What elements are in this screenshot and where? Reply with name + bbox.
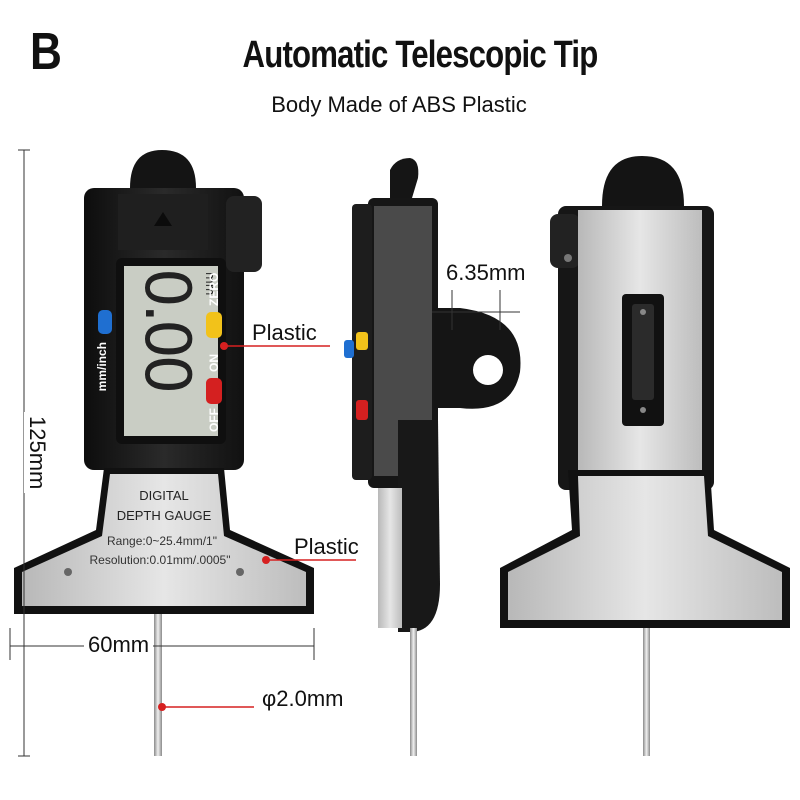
lcd-reading: 0.00	[131, 268, 204, 391]
callout-leaders	[162, 345, 356, 708]
lcd-screen	[124, 266, 218, 436]
callout-width: 60mm	[84, 632, 154, 658]
gauge-back-view	[500, 156, 790, 756]
plate-line-4: Resolution:0.01mm/.0005"	[89, 553, 230, 567]
off-label: OFF	[207, 408, 221, 432]
zero-button[interactable]	[206, 312, 222, 338]
page-subtitle: Body Made of ABS Plastic	[271, 92, 527, 117]
plate-line-3: Range:0~25.4mm/1"	[107, 534, 217, 548]
callout-probe-diameter: φ2.0mm	[262, 686, 344, 711]
probe-rod-back	[643, 628, 650, 756]
callout-height: 125mm	[24, 412, 50, 494]
zero-button-label: ZERO	[207, 273, 221, 306]
plate-line-2: DEPTH GAUGE	[117, 508, 212, 523]
probe-rod	[154, 614, 162, 756]
gauge-front-view: 0.00 mm mm/inch ZERO ON OFF DIGITAL DEPT…	[14, 150, 314, 756]
mode-button[interactable]	[98, 310, 112, 334]
badge-letter: B	[30, 23, 62, 81]
callout-plastic-bottom: Plastic	[294, 534, 359, 559]
on-label: ON	[207, 354, 221, 372]
callout-thickness: 6.35mm	[446, 260, 526, 285]
power-button[interactable]	[206, 378, 222, 404]
callout-plastic-top: Plastic	[252, 320, 317, 345]
lcd-unit: mm	[203, 272, 217, 295]
gauge-side-view	[344, 158, 521, 756]
plate-line-1: DIGITAL	[139, 488, 189, 503]
probe-rod-side	[410, 628, 417, 756]
page-title: Automatic Telescopic Tip	[242, 34, 599, 76]
mode-button-label: mm/inch	[95, 342, 109, 391]
